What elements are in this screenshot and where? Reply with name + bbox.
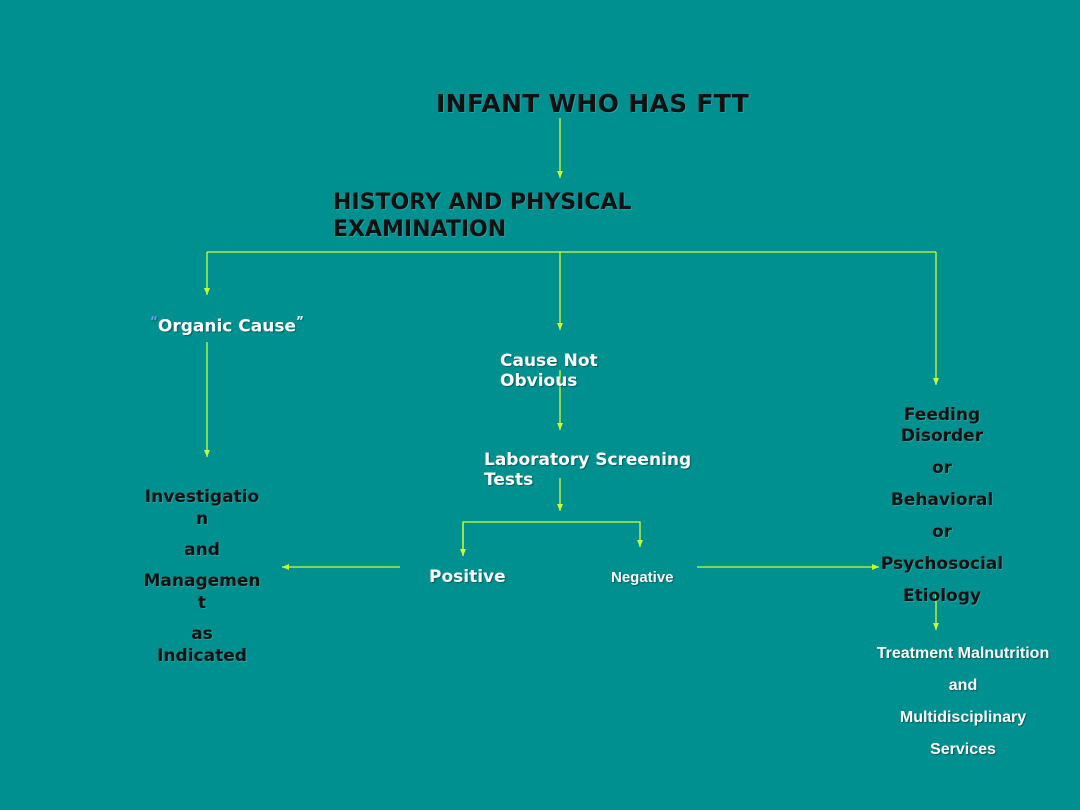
history-line-2: EXAMINATION (333, 217, 507, 242)
investigation-line-2: n (195, 509, 209, 529)
feeding-line-1: Feeding (903, 405, 981, 425)
node-investigation-management: Investigatio n and Managemen t as Indica… (132, 486, 272, 667)
node-positive: Positive (429, 567, 506, 587)
node-infant-ftt: INFANT WHO HAS FTT (436, 89, 750, 118)
node-history-physical: HISTORY AND PHYSICAL EXAMINATION (333, 189, 632, 243)
lab-line-2: Tests (484, 470, 534, 490)
organic-cause-label: Organic Cause (157, 316, 296, 337)
treatment-line-3: Multidisciplinary (899, 709, 1027, 726)
investigation-line-3: and (184, 540, 220, 560)
feeding-line-4: Behavioral (890, 490, 994, 510)
node-cause-not-obvious: Cause Not Obvious (500, 351, 598, 391)
node-feeding-disorder: Feeding Disorder or Behavioral or Psycho… (872, 405, 1012, 607)
node-negative: Negative (611, 569, 674, 586)
investigation-line-6: as (191, 624, 213, 644)
cause-line-1: Cause Not (500, 351, 598, 371)
feeding-line-6: Psychosocial (880, 554, 1004, 574)
feeding-line-5: or (931, 522, 953, 542)
history-line-1: HISTORY AND PHYSICAL (333, 190, 632, 215)
investigation-line-4: Managemen (143, 571, 261, 591)
node-treatment-services: Treatment Malnutrition and Multidiscipli… (858, 638, 1068, 766)
feeding-line-2: Disorder (900, 426, 984, 446)
treatment-line-4: Services (930, 741, 996, 758)
feeding-line-3: or (931, 458, 953, 478)
split-bracket (462, 521, 643, 556)
feeding-line-7: Etiology (902, 586, 981, 606)
treatment-line-2: and (948, 677, 978, 694)
close-quote: ” (296, 314, 304, 328)
lab-line-1: Laboratory Screening (484, 450, 692, 470)
treatment-line-1: Treatment Malnutrition (876, 645, 1050, 662)
open-quote: “ (150, 314, 158, 328)
node-organic-cause: “Organic Cause” (150, 314, 304, 337)
investigation-line-1: Investigatio (144, 487, 260, 507)
investigation-line-5: t (197, 593, 207, 613)
node-laboratory-screening: Laboratory Screening Tests (484, 450, 691, 490)
investigation-line-7: Indicated (157, 646, 247, 666)
cause-line-2: Obvious (500, 371, 578, 391)
